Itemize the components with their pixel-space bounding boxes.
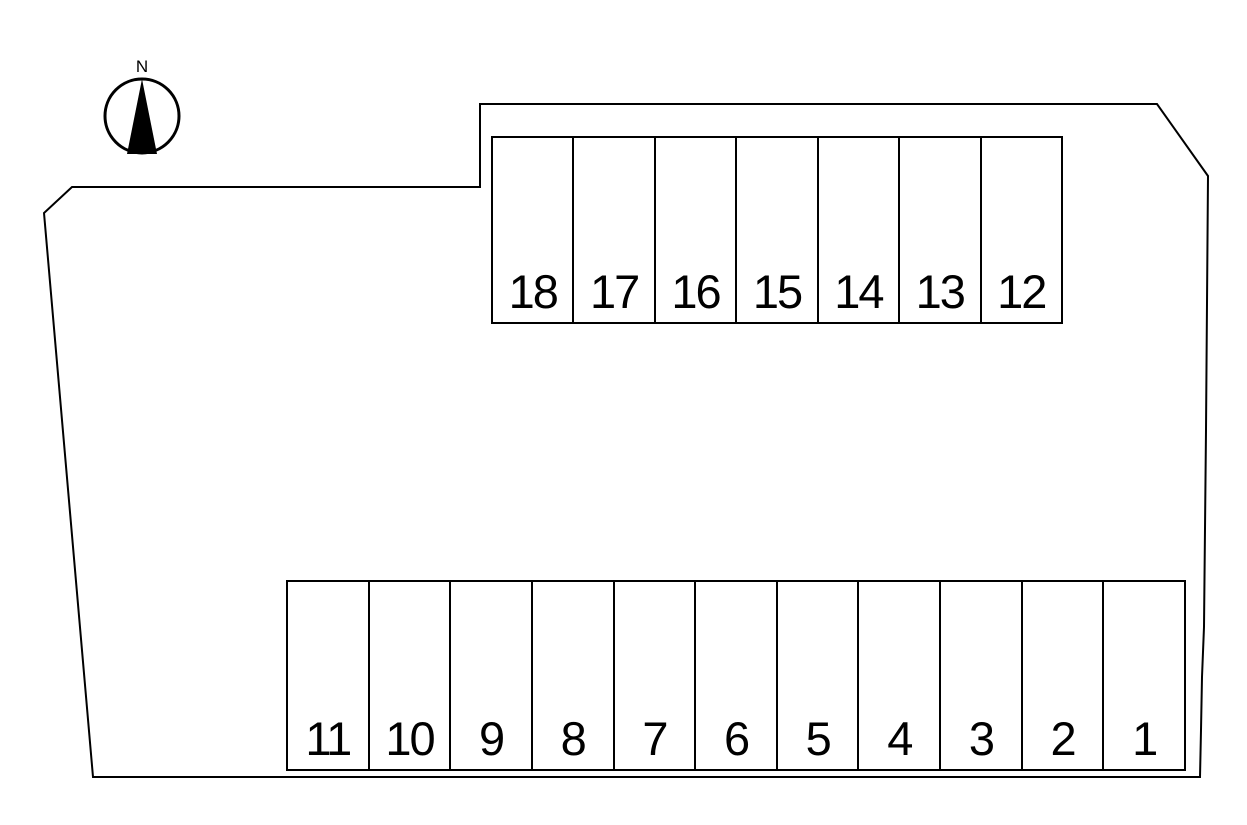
parking-space-10: 10 [370, 582, 452, 769]
space-number: 5 [805, 711, 832, 765]
space-number: 7 [642, 711, 668, 765]
space-number: 16 [671, 264, 721, 318]
space-number: 15 [752, 264, 803, 318]
compass-needle [127, 79, 157, 154]
parking-space-9: 9 [451, 582, 533, 769]
space-number: 2 [1050, 711, 1077, 765]
space-number: 1 [1132, 711, 1158, 765]
compass-north-label: N [136, 57, 148, 76]
space-number: 18 [508, 264, 559, 318]
space-number: 9 [479, 711, 505, 765]
parking-space-15: 15 [737, 138, 819, 322]
parking-space-4: 4 [859, 582, 942, 769]
parking-space-3: 3 [941, 582, 1023, 769]
parking-row-top: 18 17 16 15 14 13 12 [491, 136, 1063, 324]
space-number: 17 [589, 264, 640, 318]
parking-space-12: 12 [982, 138, 1061, 322]
parking-space-13: 13 [900, 138, 982, 322]
space-number: 4 [887, 711, 913, 765]
parking-space-6: 6 [696, 582, 778, 769]
space-number: 6 [723, 711, 750, 765]
parking-space-7: 7 [615, 582, 697, 769]
space-number: 8 [560, 711, 587, 765]
parking-space-1: 1 [1104, 582, 1184, 769]
parking-space-18: 18 [493, 138, 575, 322]
space-number: 13 [915, 264, 966, 318]
parking-space-11: 11 [288, 582, 370, 769]
parking-space-5: 5 [778, 582, 860, 769]
space-number: 12 [997, 264, 1047, 318]
space-number: 3 [968, 711, 995, 765]
space-number: 14 [834, 264, 884, 318]
parking-space-8: 8 [533, 582, 615, 769]
compass-icon: N [103, 57, 181, 155]
parking-space-14: 14 [819, 138, 901, 322]
boundary-outline [42, 103, 1210, 778]
parking-space-17: 17 [574, 138, 656, 322]
space-number: 10 [385, 711, 435, 765]
space-number: 11 [305, 711, 352, 765]
parking-space-2: 2 [1023, 582, 1105, 769]
parking-space-16: 16 [656, 138, 738, 322]
parking-row-bottom: 11 10 9 8 7 6 5 4 3 2 1 [286, 580, 1186, 771]
